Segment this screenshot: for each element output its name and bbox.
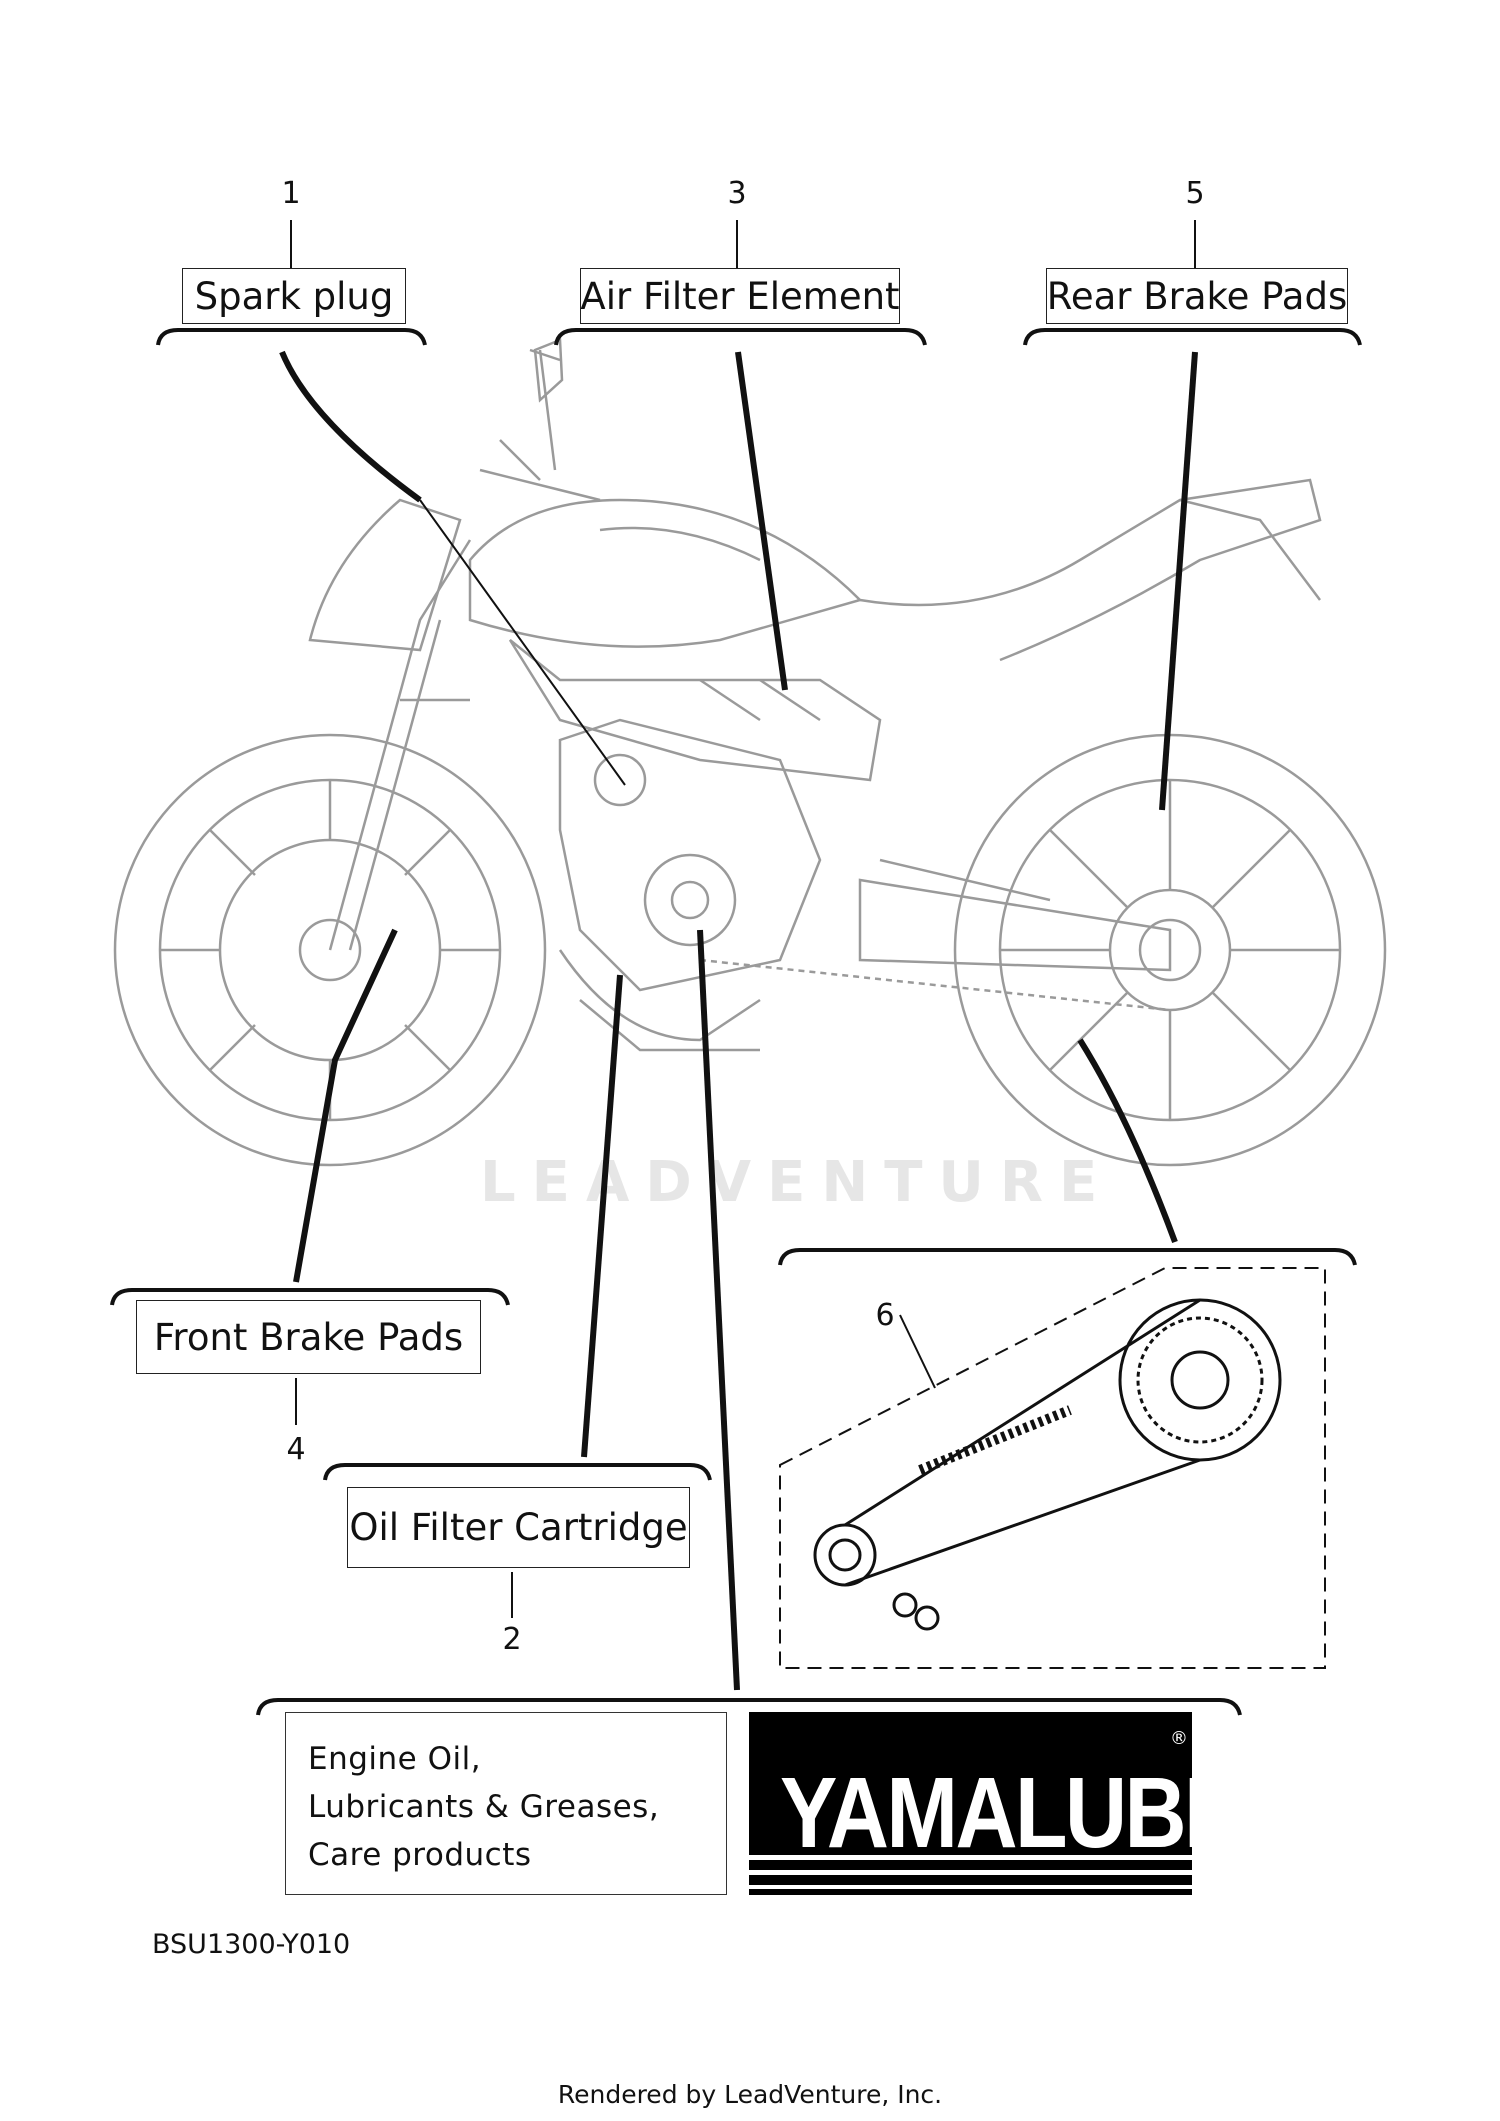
leader-front-brake-pads — [293, 928, 398, 1283]
label-air-filter-element: Air Filter Element — [580, 268, 900, 324]
engine-oil-line-3: Care products — [308, 1837, 532, 1873]
label-rear-brake-pads: Rear Brake Pads — [1046, 268, 1348, 324]
logo-stripe — [749, 1870, 1192, 1875]
leader-spark-plug-thin — [419, 499, 626, 786]
leader-lines-thin — [419, 499, 626, 786]
diagram-code: BSU1300-Y010 — [152, 1929, 351, 1960]
chain-kit-drawing — [813, 1298, 1282, 1631]
chain-kit-box — [779, 1267, 1326, 1669]
footer-text: Rendered by LeadVenture, Inc. — [557, 2080, 943, 2109]
callout-number-6: 6 — [875, 1298, 895, 1333]
label-front-brake-pads: Front Brake Pads — [136, 1300, 481, 1374]
callout-number-4: 4 — [286, 1432, 306, 1467]
watermark-text: LEADVENTURE — [480, 1150, 1114, 1215]
callout-number-2: 2 — [502, 1622, 522, 1657]
leader-air-filter — [735, 351, 788, 691]
callout-number-5: 5 — [1185, 176, 1205, 211]
label-spark-plug: Spark plug — [182, 268, 406, 324]
yamalube-logo: YAMALUBE ® — [749, 1712, 1241, 1895]
leader-oil-filter — [581, 974, 623, 1458]
leader-chain — [1077, 1038, 1178, 1244]
leader-rear-brake-pads — [1159, 351, 1198, 811]
engine-oil-box: Engine Oil, Lubricants & Greases, Care p… — [285, 1712, 727, 1895]
number-stems — [290, 220, 1196, 1618]
logo-stripe — [749, 1885, 1192, 1889]
logo-stripe — [749, 1855, 1192, 1860]
yamalube-logo-text: YAMALUBE — [780, 1757, 1241, 1869]
leader-spark-plug — [279, 350, 422, 503]
engine-oil-line-1: Engine Oil, — [308, 1741, 482, 1777]
label-oil-filter-cartridge: Oil Filter Cartridge — [347, 1487, 690, 1568]
leader-engine-oil — [697, 929, 740, 1691]
leader-lines — [279, 350, 1198, 1691]
registered-mark: ® — [1170, 1728, 1188, 1749]
callout-brackets — [110, 328, 1362, 1716]
engine-oil-line-2: Lubricants & Greases, — [308, 1789, 660, 1825]
motorcycle-drawing — [113, 338, 1387, 1167]
callout-number-3: 3 — [727, 176, 747, 211]
callout-number-1: 1 — [281, 176, 301, 211]
